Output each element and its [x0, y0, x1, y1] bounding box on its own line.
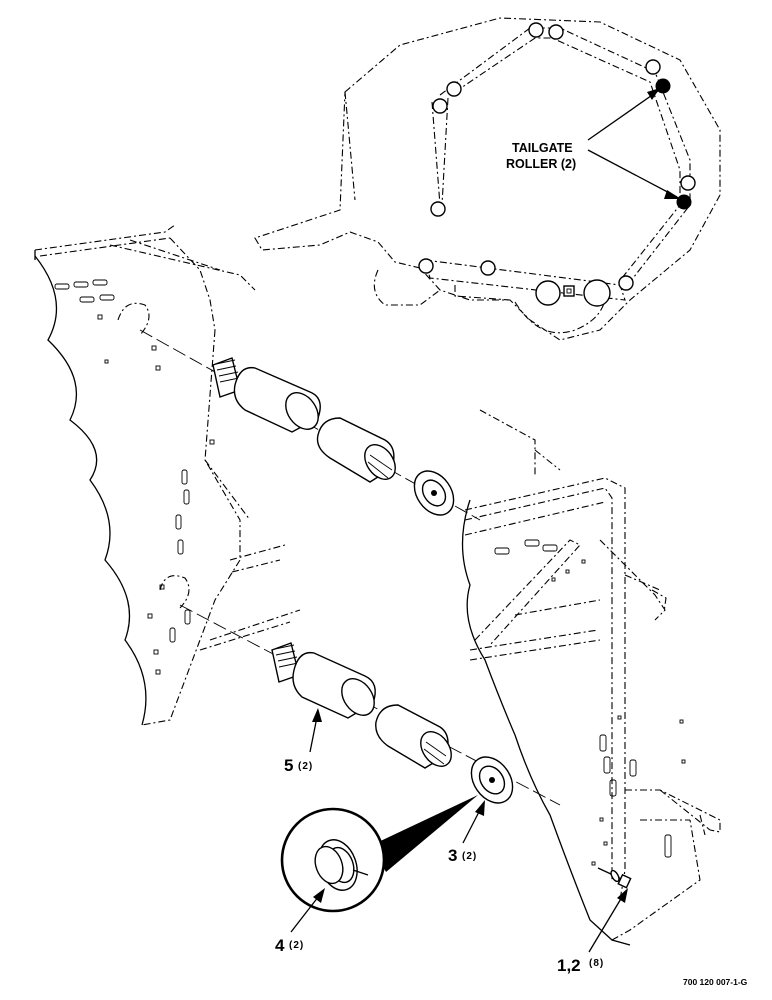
tailgate-label-line1: TAILGATE: [512, 141, 573, 155]
callout-item-3: 3: [448, 846, 457, 865]
drive-roller: [583, 279, 611, 307]
callout-item-4: 4: [275, 936, 285, 955]
lower-roller-assembly: [179, 604, 561, 806]
drive-roller: [535, 280, 561, 306]
belt-roller: [618, 275, 634, 291]
belt-roller: [480, 260, 496, 276]
bearing-detail-view: [280, 795, 478, 913]
tailgate-roller-upper: [655, 78, 671, 94]
tailgate-label-line2: ROLLER (2): [506, 157, 576, 171]
callout-item-5: 5: [284, 756, 293, 775]
callout-leaders: [290, 708, 628, 953]
upper-roller-assembly: [139, 329, 481, 521]
belt-roller: [432, 98, 448, 114]
belt-roller: [528, 22, 544, 38]
callout-item-1-2: 1,2: [557, 956, 581, 975]
belt-roller: [446, 81, 462, 97]
callout-item-1-2-qty: (8): [589, 958, 604, 969]
belt-roller: [430, 201, 446, 217]
left-side-sheet: [34, 224, 301, 726]
callout-item-3-qty: (2): [462, 851, 477, 862]
belt-roller: [680, 175, 696, 191]
callout-item-5-qty: (2): [298, 761, 313, 772]
baler-side-view-inset: TAILGATE ROLLER (2): [254, 17, 721, 341]
right-frame: [461, 409, 721, 946]
belt-roller: [548, 24, 564, 40]
bolt-assembly: [597, 867, 632, 889]
drawing-code: 700 120 007-1-G: [683, 977, 748, 987]
belt-roller: [418, 258, 434, 274]
drive-box: [563, 285, 575, 297]
belt-roller: [645, 59, 661, 75]
callout-item-4-qty: (2): [289, 940, 304, 951]
tailgate-roller-lower: [676, 194, 692, 210]
